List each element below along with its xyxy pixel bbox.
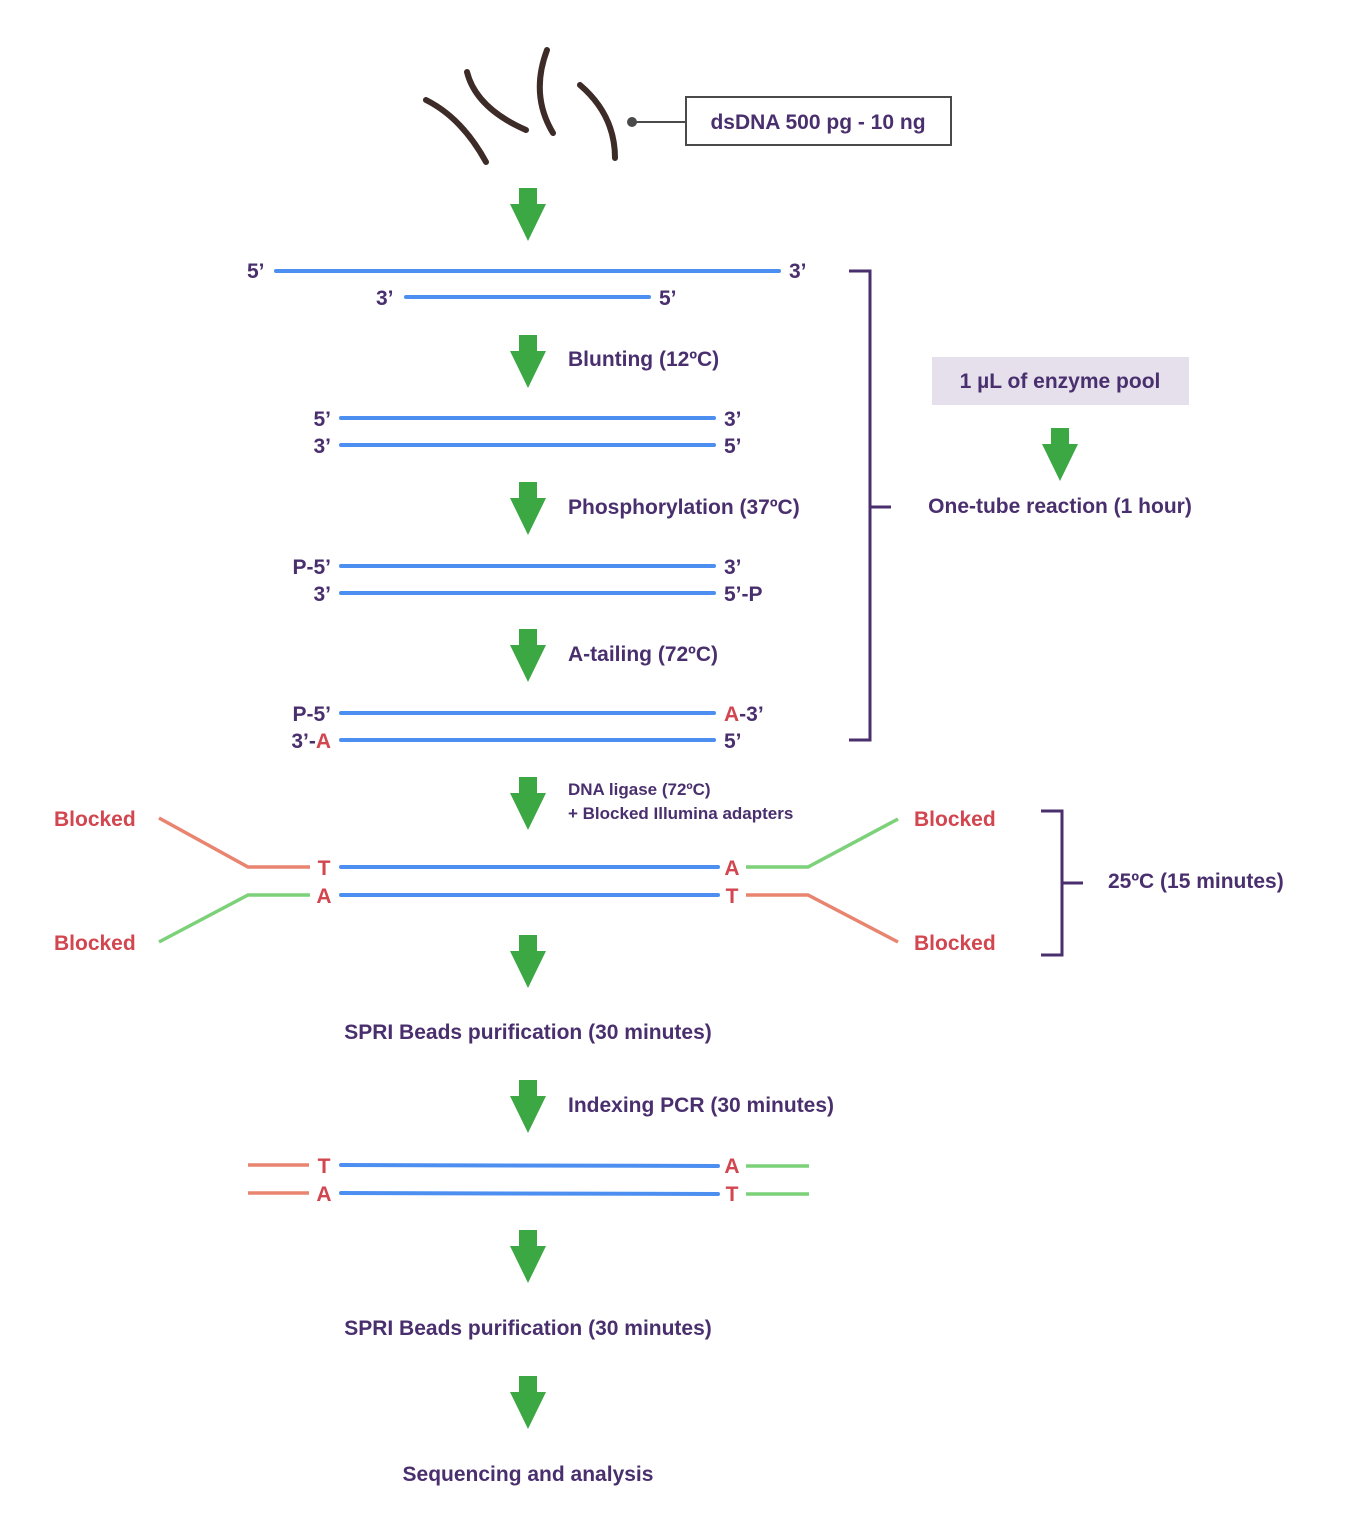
blocked-label: Blocked bbox=[914, 932, 996, 955]
base-label: T bbox=[726, 1183, 739, 1206]
base-label: A bbox=[316, 885, 331, 908]
blocked-label: Blocked bbox=[914, 808, 996, 831]
end-label: 5’ bbox=[724, 435, 742, 458]
enzyme-pool-box bbox=[932, 357, 1189, 405]
fragment-indexed: T A A T bbox=[248, 1155, 809, 1206]
bottom-strand bbox=[339, 1191, 720, 1196]
fragment-ligated: T A A T Blocked Blocked Blocked Blocked bbox=[54, 808, 996, 955]
step-blunting: Blunting (12ºC) bbox=[568, 348, 719, 371]
blocked-label: Blocked bbox=[54, 932, 136, 955]
step-spri-1: SPRI Beads purification (30 minutes) bbox=[344, 1021, 712, 1044]
fragment-phosphorylated: P-5’ 3’ 3’ 5’-P bbox=[292, 556, 762, 606]
end-label: 3’ bbox=[313, 583, 331, 606]
top-strand bbox=[339, 1163, 720, 1168]
input-box bbox=[685, 96, 952, 146]
adapter-blocked bbox=[746, 817, 899, 869]
end-label: 5’ bbox=[313, 408, 331, 431]
input-callout: dsDNA 500 pg - 10 ng bbox=[627, 96, 952, 146]
end-label: 3’-A bbox=[291, 730, 331, 753]
step-spri-2: SPRI Beads purification (30 minutes) bbox=[344, 1317, 712, 1340]
fragment-blunted: 5’ 3’ 3’ 5’ bbox=[313, 408, 741, 458]
base-label: T bbox=[726, 885, 739, 908]
arrow-down-icon bbox=[510, 777, 546, 830]
arrow-down-icon bbox=[510, 1230, 546, 1283]
enzyme-pool-label: 1 µL of enzyme pool bbox=[960, 370, 1161, 393]
ligation-temp-label: 25ºC (15 minutes) bbox=[1108, 870, 1284, 893]
end-label: 3’ bbox=[724, 408, 742, 431]
end-label: 5’ bbox=[724, 730, 742, 753]
arrow-down-icon bbox=[510, 1376, 546, 1429]
one-tube-label: One-tube reaction (1 hour) bbox=[928, 495, 1192, 518]
step-sequencing: Sequencing and analysis bbox=[403, 1463, 654, 1486]
dna-fragments-icon bbox=[423, 47, 618, 165]
base-label: A bbox=[724, 857, 739, 880]
green-arrows bbox=[510, 188, 1078, 1429]
end-label: P-5’ bbox=[292, 703, 331, 726]
blocked-label: Blocked bbox=[54, 808, 136, 831]
adapter-blocked bbox=[158, 893, 310, 944]
step-ligase-line1: DNA ligase (72ºC) bbox=[568, 780, 711, 799]
base-label: A bbox=[724, 1155, 739, 1178]
step-indexing-pcr: Indexing PCR (30 minutes) bbox=[568, 1094, 834, 1117]
base-label: A bbox=[316, 1183, 331, 1206]
end-label: 5’-P bbox=[724, 583, 763, 606]
arrow-down-icon bbox=[510, 482, 546, 535]
end-label: A-3’ bbox=[724, 703, 764, 726]
base-label: T bbox=[318, 1155, 331, 1178]
end-label: 3’ bbox=[376, 287, 394, 310]
input-label: dsDNA 500 pg - 10 ng bbox=[710, 111, 925, 134]
arrow-down-icon bbox=[1042, 428, 1078, 481]
fragment-a-tailed: P-5’ 3’-A A-3’ 5’ bbox=[291, 703, 763, 753]
end-label: 3’ bbox=[724, 556, 742, 579]
base-label: T bbox=[318, 857, 331, 880]
end-label: 5’ bbox=[659, 287, 677, 310]
arrow-down-icon bbox=[510, 335, 546, 388]
arrow-down-icon bbox=[510, 629, 546, 682]
step-ligase-line2: + Blocked Illumina adapters bbox=[568, 804, 793, 823]
adapter-blocked bbox=[158, 816, 310, 869]
arrow-down-icon bbox=[510, 188, 546, 241]
ligation-bracket bbox=[1041, 809, 1083, 957]
end-label: 3’ bbox=[313, 435, 331, 458]
arrow-down-icon bbox=[510, 1080, 546, 1133]
fragment-overhang: 5’ 3’ 3’ 5’ bbox=[247, 260, 807, 310]
end-label: 5’ bbox=[247, 260, 265, 283]
arrow-down-icon bbox=[510, 935, 546, 988]
end-label: P-5’ bbox=[292, 556, 331, 579]
end-label: 3’ bbox=[789, 260, 807, 283]
step-phosphorylation: Phosphorylation (37ºC) bbox=[568, 496, 800, 519]
step-a-tailing: A-tailing (72ºC) bbox=[568, 643, 718, 666]
one-tube-bracket bbox=[849, 269, 891, 742]
adapter-blocked bbox=[746, 893, 899, 944]
